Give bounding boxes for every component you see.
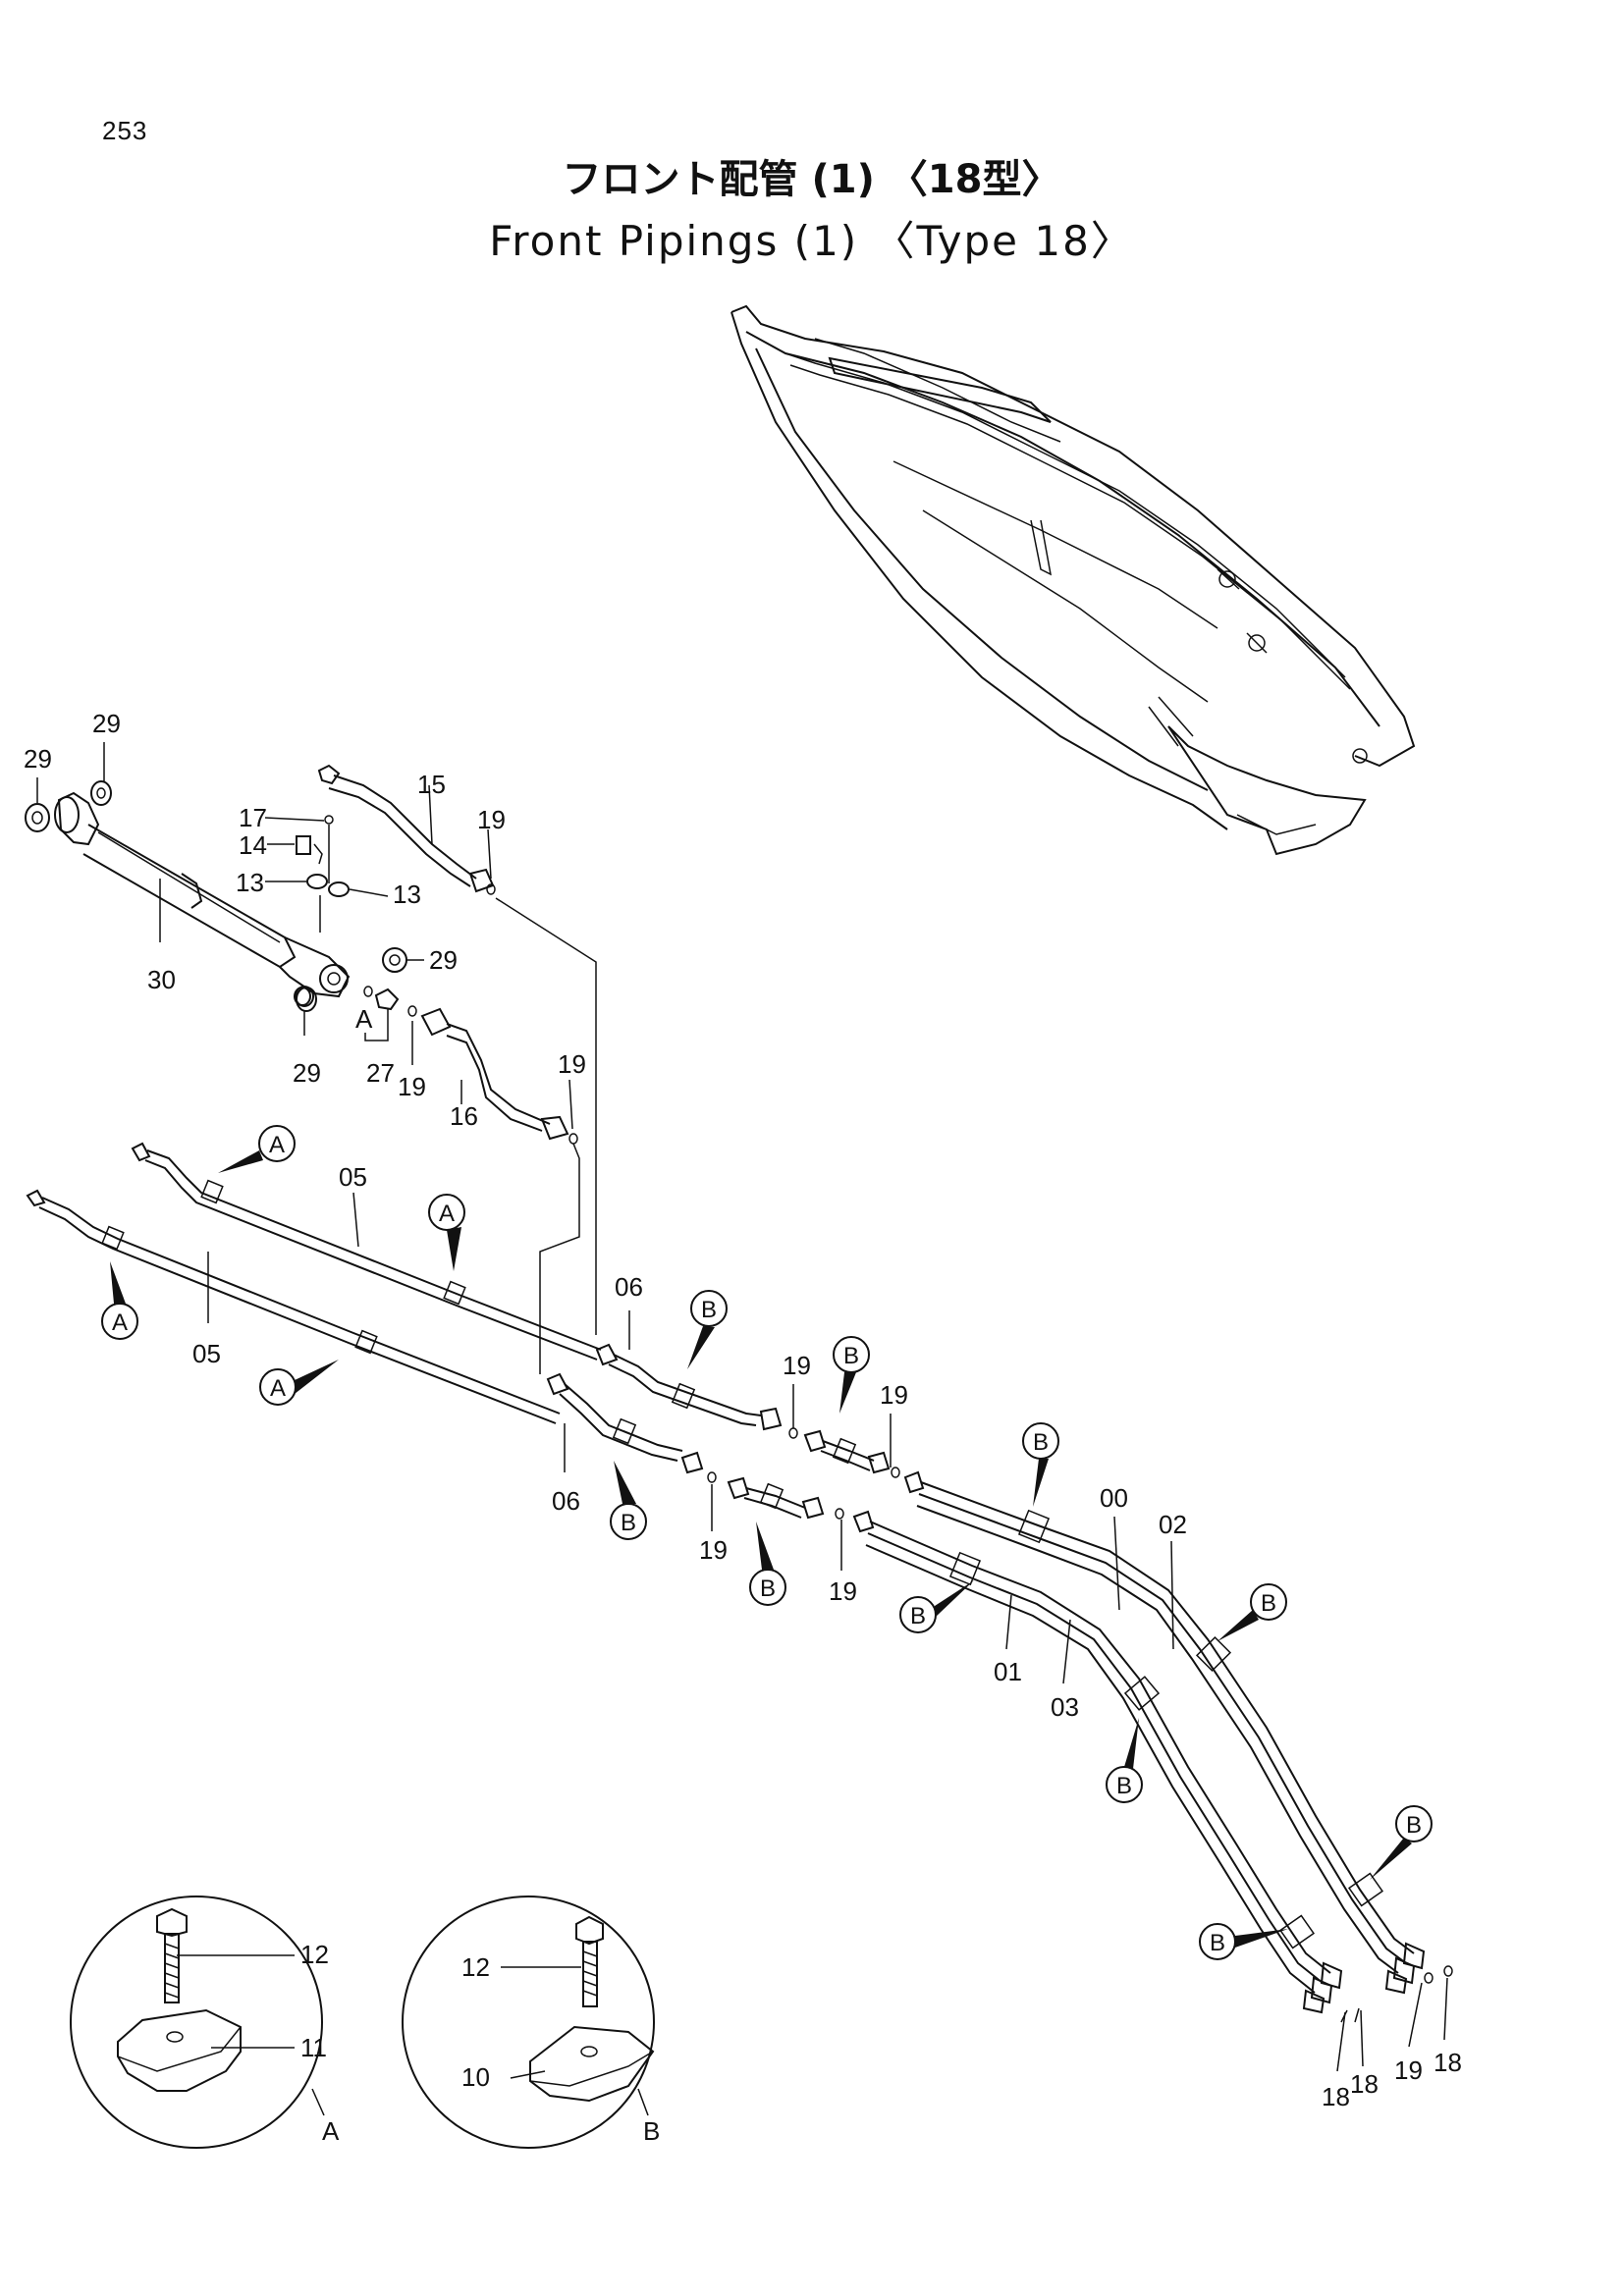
- label-29-a: 29: [24, 744, 52, 774]
- label-12-b: 12: [461, 1952, 490, 1982]
- label-11: 11: [300, 2033, 327, 2062]
- callout-b-5: B: [1022, 1422, 1059, 1507]
- callout-bubbles: A A A A B B B B B B B B B B: [101, 1125, 1433, 1960]
- label-19-f: 19: [699, 1535, 728, 1565]
- label-01: 01: [994, 1657, 1022, 1686]
- label-19-b: 19: [398, 1072, 426, 1101]
- title-english: Front Pipings (1) 〈Type 18〉: [489, 217, 1134, 265]
- svg-text:B: B: [1261, 1590, 1276, 1617]
- label-detail-b: B: [643, 2116, 660, 2146]
- boom-arm-illustration: [730, 304, 1416, 856]
- callout-b-4: B: [749, 1522, 786, 1606]
- callout-b-9: B: [1370, 1805, 1433, 1880]
- label-18-b: 18: [1350, 2069, 1379, 2099]
- part-labels: 29 29 17 14 13 13 15 19 30 29 29 A 27 19…: [24, 709, 1462, 2146]
- label-03: 03: [1051, 1692, 1079, 1722]
- pipes-01-03: [852, 1510, 1360, 2023]
- callout-b-10: B: [1199, 1923, 1288, 1960]
- svg-text:A: A: [270, 1375, 286, 1402]
- callout-b-2: B: [833, 1336, 870, 1414]
- label-detail-a: A: [322, 2116, 340, 2146]
- svg-text:B: B: [1406, 1812, 1422, 1839]
- callout-b-1: B: [687, 1290, 728, 1369]
- label-05-b: 05: [192, 1339, 221, 1368]
- routing-lines: [495, 897, 597, 1374]
- label-19-g: 19: [829, 1576, 857, 1606]
- label-15: 15: [417, 770, 446, 799]
- callout-a-3: A: [101, 1261, 138, 1340]
- svg-text:B: B: [701, 1297, 717, 1323]
- svg-text:B: B: [1033, 1429, 1049, 1456]
- svg-text:A: A: [439, 1201, 455, 1227]
- label-29-b: 29: [92, 709, 121, 738]
- svg-text:B: B: [1210, 1930, 1225, 1956]
- page-number: 253: [102, 116, 148, 145]
- callout-a-1: A: [218, 1125, 296, 1173]
- svg-text:B: B: [1116, 1773, 1132, 1799]
- label-17: 17: [239, 803, 267, 832]
- label-19-a: 19: [477, 805, 506, 834]
- label-a-small: A: [355, 1004, 373, 1034]
- pipes-00-02: [903, 1470, 1453, 1995]
- svg-text:B: B: [760, 1575, 776, 1602]
- svg-text:B: B: [910, 1603, 926, 1629]
- leader-lines: [36, 742, 1448, 2116]
- label-02: 02: [1159, 1510, 1187, 1539]
- pipe-05-lower: [26, 1189, 561, 1424]
- label-19-h: 19: [1394, 2056, 1423, 2085]
- cylinder-assembly: [25, 780, 578, 1145]
- label-19-d: 19: [783, 1351, 811, 1380]
- detail-a: [70, 1896, 323, 2149]
- pipe-06-upper: [595, 1343, 900, 1478]
- detail-b: [402, 1896, 655, 2149]
- label-10: 10: [461, 2062, 490, 2092]
- callout-b-8: B: [1106, 1718, 1143, 1803]
- callout-a-2: A: [428, 1194, 465, 1271]
- label-00: 00: [1100, 1483, 1128, 1513]
- label-14: 14: [239, 830, 267, 860]
- label-18-c: 18: [1434, 2048, 1462, 2077]
- label-19-c: 19: [558, 1049, 586, 1079]
- label-16: 16: [450, 1101, 478, 1131]
- label-29-d: 29: [293, 1058, 321, 1088]
- label-06-a: 06: [615, 1272, 643, 1302]
- callout-b-6: B: [1217, 1583, 1287, 1641]
- label-18-a: 18: [1322, 2082, 1350, 2111]
- label-05-a: 05: [339, 1162, 367, 1192]
- callout-b-7: B: [899, 1580, 974, 1633]
- svg-text:A: A: [269, 1132, 285, 1158]
- label-13-a: 13: [236, 868, 264, 897]
- label-29-c: 29: [429, 945, 458, 975]
- label-30: 30: [147, 965, 176, 994]
- callout-a-4: A: [259, 1360, 339, 1406]
- pipe-05-upper: [131, 1142, 602, 1361]
- svg-text:A: A: [112, 1309, 128, 1336]
- label-06-b: 06: [552, 1486, 580, 1516]
- hose-15: [317, 764, 496, 895]
- callout-b-3: B: [610, 1461, 647, 1540]
- label-19-e: 19: [880, 1380, 908, 1410]
- svg-text:B: B: [621, 1510, 636, 1536]
- pipe-06-lower: [546, 1372, 844, 1520]
- label-27: 27: [366, 1058, 395, 1088]
- label-13-b: 13: [393, 880, 421, 909]
- label-12-a: 12: [300, 1940, 329, 1969]
- title-japanese: フロント配管 (1) 〈18型〉: [562, 157, 1061, 202]
- svg-text:B: B: [843, 1343, 859, 1369]
